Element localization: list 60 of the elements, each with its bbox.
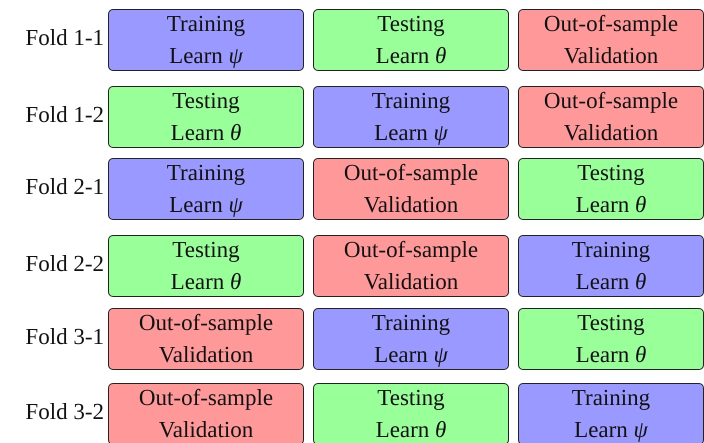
phase-description: Learn θ — [376, 42, 446, 70]
phase-box — [108, 235, 304, 297]
phase-description: Learn ψ — [574, 416, 648, 443]
phase-box — [518, 308, 704, 370]
phase-description: Validation — [158, 416, 254, 443]
fold-label: Fold 3-1 — [24, 324, 104, 350]
phase-description: Validation — [564, 119, 658, 147]
phase-description: Learn θ — [170, 119, 242, 147]
phase-title: Training — [372, 309, 450, 337]
fold-label: Fold 3-2 — [24, 399, 104, 425]
phase-title: Out-of-sample — [544, 87, 678, 115]
phase-title: Out-of-sample — [344, 159, 478, 187]
phase-box — [313, 308, 509, 370]
phase-title: Testing — [577, 159, 645, 187]
phase-title: Testing — [577, 309, 645, 337]
phase-box — [108, 9, 304, 71]
fold-label: Fold 1-1 — [24, 25, 104, 51]
phase-description: Validation — [364, 191, 458, 219]
phase-box — [108, 383, 304, 443]
phase-title: Training — [166, 10, 246, 38]
phase-box — [518, 383, 704, 443]
phase-title: Out-of-sample — [544, 10, 678, 38]
phase-description: Learn θ — [576, 191, 646, 219]
phase-description: Learn θ — [170, 268, 242, 296]
phase-box — [313, 383, 509, 443]
phase-description: Learn θ — [376, 416, 446, 443]
phase-box — [108, 86, 304, 148]
phase-box — [518, 86, 704, 148]
phase-title: Testing — [172, 236, 240, 264]
phase-box — [313, 235, 509, 297]
phase-title: Training — [372, 87, 450, 115]
phase-description: Learn ψ — [169, 42, 243, 70]
phase-box — [313, 86, 509, 148]
phase-description: Learn ψ — [169, 191, 243, 219]
phase-description: Learn θ — [576, 268, 646, 296]
phase-description: Learn θ — [576, 341, 646, 369]
phase-title: Training — [572, 384, 650, 412]
phase-description: Validation — [564, 42, 658, 70]
phase-title: Testing — [377, 10, 445, 38]
phase-box — [518, 235, 704, 297]
fold-label: Fold 1-2 — [24, 102, 104, 128]
phase-box — [313, 9, 509, 71]
phase-title: Out-of-sample — [138, 384, 274, 412]
phase-box — [518, 9, 704, 71]
phase-box — [108, 308, 304, 370]
fold-label: Fold 2-1 — [24, 174, 104, 200]
fold-label: Fold 2-2 — [24, 251, 104, 277]
phase-title: Training — [572, 236, 650, 264]
phase-box — [518, 158, 704, 220]
phase-description: Learn ψ — [374, 119, 448, 147]
phase-box — [108, 158, 304, 220]
phase-description: Learn ψ — [374, 341, 448, 369]
phase-title: Training — [166, 159, 246, 187]
phase-title: Out-of-sample — [344, 236, 478, 264]
phase-description: Validation — [364, 268, 458, 296]
phase-title: Testing — [377, 384, 445, 412]
phase-title: Out-of-sample — [138, 309, 274, 337]
phase-description: Validation — [158, 341, 254, 369]
phase-box — [313, 158, 509, 220]
phase-title: Testing — [172, 87, 240, 115]
